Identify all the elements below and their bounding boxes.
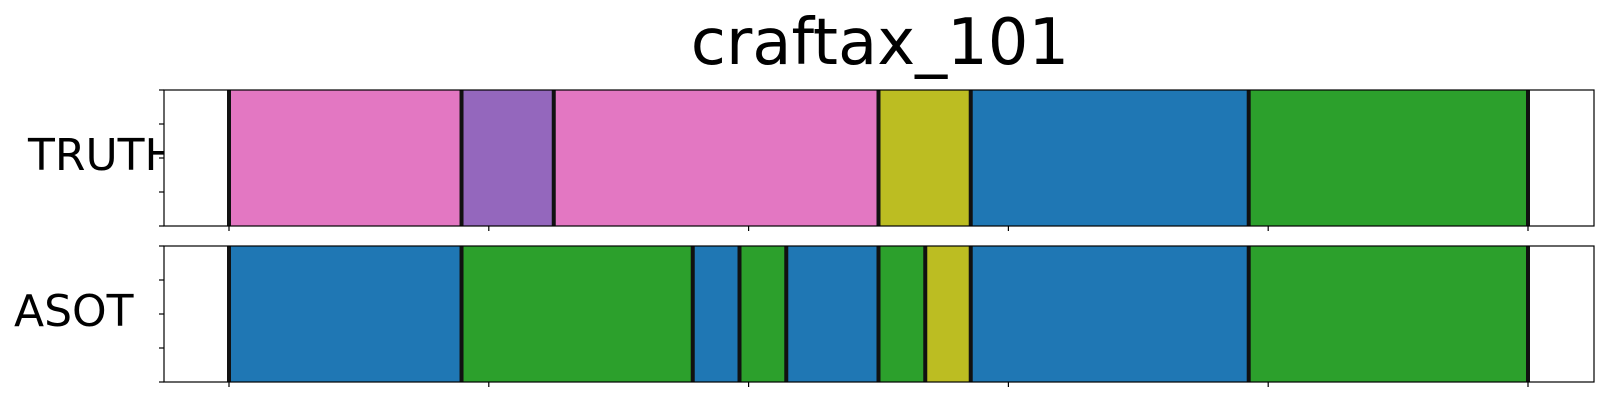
segment — [461, 246, 693, 382]
row-label: ASOT — [14, 286, 134, 337]
segment — [461, 90, 554, 226]
row-label: TRUTH — [27, 130, 178, 181]
segment — [925, 246, 971, 382]
segment — [970, 90, 1249, 226]
segment — [553, 90, 879, 226]
rows-group: TRUTH ASOT — [14, 89, 1595, 387]
row-truth: TRUTH — [27, 89, 1595, 231]
segment — [739, 246, 787, 382]
chart-title: craftax_101 — [691, 6, 1069, 80]
segment — [878, 246, 926, 382]
segment — [786, 246, 879, 382]
segment — [878, 90, 971, 226]
row-asot: ASOT — [14, 245, 1595, 387]
segment — [692, 246, 740, 382]
segment — [229, 246, 462, 382]
segment — [970, 246, 1249, 382]
segment — [1248, 246, 1528, 382]
segment — [1248, 90, 1528, 226]
segment — [229, 90, 462, 226]
